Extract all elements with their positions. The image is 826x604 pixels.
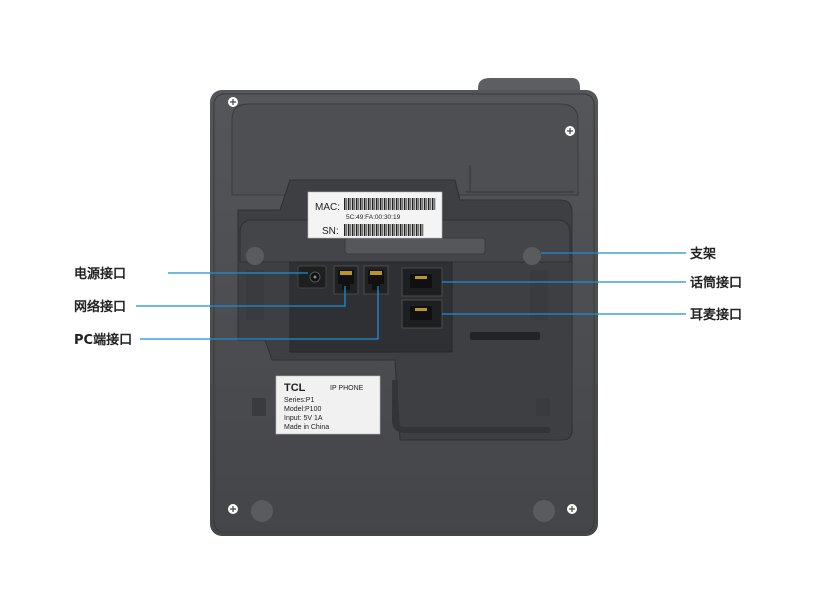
network-callout-line bbox=[136, 286, 346, 307]
network-port bbox=[333, 265, 359, 295]
callout-stand: 支架 bbox=[689, 246, 716, 262]
sn-barcode bbox=[344, 224, 424, 236]
screw-bottom-right bbox=[567, 504, 577, 514]
callout-headset: 耳麦接口 bbox=[690, 307, 742, 323]
product-text: IP PHONE bbox=[330, 385, 364, 392]
pc-callout-line bbox=[140, 286, 379, 340]
callout-pc: PC端接口 bbox=[74, 332, 132, 348]
foot-left bbox=[251, 500, 273, 522]
mac-value: 5C:49:FA:00:30:19 bbox=[346, 214, 401, 221]
handset-port bbox=[401, 267, 443, 297]
stand-hook-left bbox=[246, 247, 264, 265]
callout-network: 网络接口 bbox=[74, 299, 126, 315]
brand-text: TCL bbox=[284, 382, 306, 394]
product-label: TCL IP PHONE Series:P1 Model:P100 Input:… bbox=[275, 375, 381, 435]
pc-port bbox=[363, 265, 389, 295]
mac-prefix: MAC: bbox=[315, 202, 340, 213]
callout-handset: 话筒接口 bbox=[690, 275, 742, 291]
foot-right bbox=[533, 500, 555, 522]
power-port bbox=[297, 265, 327, 289]
mac-label: MAC: 5C:49:FA:00:30:19 SN: bbox=[307, 191, 443, 239]
headset-port bbox=[401, 299, 443, 329]
mac-barcode bbox=[344, 198, 436, 210]
callout-power: 电源接口 bbox=[74, 266, 126, 282]
screw-top-right bbox=[565, 126, 575, 136]
screw-bottom-left bbox=[228, 504, 238, 514]
model-text: Model:P100 bbox=[284, 406, 321, 413]
vent-slot bbox=[470, 332, 540, 340]
input-text: Input: 5V 1A bbox=[284, 415, 323, 422]
stand-hook-right bbox=[523, 247, 541, 265]
series-text: Series:P1 bbox=[284, 397, 314, 404]
origin-text: Made in China bbox=[284, 424, 329, 431]
screw-top-left bbox=[228, 97, 238, 107]
sn-prefix: SN: bbox=[322, 226, 339, 237]
